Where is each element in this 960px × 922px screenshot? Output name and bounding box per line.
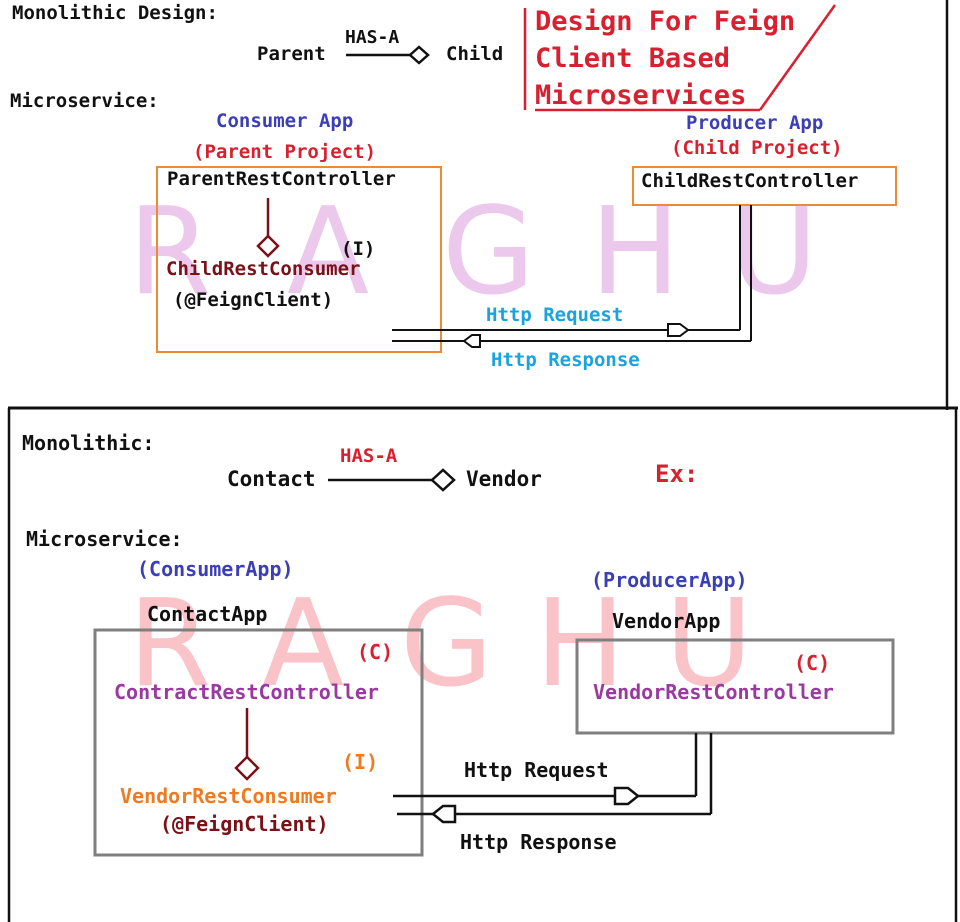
parent-label: Parent	[257, 43, 326, 65]
vendor-rest-controller: VendorRestController	[593, 680, 834, 704]
http-request-label-top: Http Request	[486, 304, 624, 326]
monolithic-title: Monolithic:	[22, 431, 155, 455]
producer-app-label-bottom: (ProducerApp)	[591, 568, 748, 592]
consumer-app-label: Consumer App	[216, 110, 354, 132]
vendor-label: Vendor	[466, 467, 542, 491]
http-request-label-bottom: Http Request	[464, 758, 609, 782]
vendor-app-box	[575, 638, 895, 735]
watermark-letter: H	[590, 183, 681, 322]
contact-app-label: ContactApp	[147, 602, 268, 626]
watermark-letter: A	[287, 183, 370, 322]
child-rest-controller: ChildRestController	[641, 170, 859, 192]
vendor-rest-consumer: VendorRestConsumer	[120, 784, 337, 808]
consumer-app-label-bottom: (ConsumerApp)	[137, 557, 294, 581]
contract-rest-controller: ContractRestController	[114, 680, 379, 704]
watermark-letter: R	[128, 575, 212, 714]
banner-slash	[758, 4, 837, 111]
monolithic-design-title: Monolithic Design:	[12, 2, 218, 24]
child-app-box	[632, 166, 897, 206]
response-arrow-top	[462, 334, 481, 348]
has-a-diamond	[408, 45, 430, 65]
child-project-label: (Child Project)	[671, 137, 843, 159]
child-rest-consumer: ChildRestConsumer	[166, 258, 361, 280]
has-a-label-bottom: HAS-A	[340, 445, 398, 467]
request-arrow-top	[667, 323, 690, 337]
has-a-label: HAS-A	[345, 27, 400, 48]
has-a-diamond-bottom	[430, 468, 456, 492]
contact-label: Contact	[227, 467, 316, 491]
feign-client-annotation-bottom: (@FeignClient)	[160, 812, 329, 836]
composition-diamond-bottom	[234, 755, 260, 781]
banner-line-3: Microservices	[535, 80, 747, 111]
watermark-letter: G	[442, 183, 535, 322]
banner-line-1: Design For Feign	[535, 6, 796, 37]
class-tag-bottom: (C)	[357, 640, 394, 664]
parent-app-box	[156, 166, 442, 353]
watermark-letter: U	[730, 183, 818, 322]
producer-app-label: Producer App	[686, 112, 824, 134]
parent-rest-controller: ParentRestController	[167, 168, 396, 190]
banner-line-2: Client Based	[535, 43, 731, 74]
http-response-label-top: Http Response	[491, 349, 640, 371]
example-label: Ex:	[655, 460, 699, 488]
feign-client-annotation-top: (@FeignClient)	[173, 289, 334, 311]
microservice-title-bottom: Microservice:	[26, 527, 183, 551]
contact-app-box	[93, 628, 424, 857]
http-response-label-bottom: Http Response	[460, 830, 617, 854]
response-arrow-bottom	[430, 804, 457, 824]
interface-tag-bottom: (I)	[342, 750, 379, 774]
vendor-class-tag: (C)	[794, 651, 831, 675]
parent-project-label: (Parent Project)	[193, 141, 377, 163]
vendor-app-label: VendorApp	[612, 609, 721, 633]
child-label: Child	[446, 43, 504, 65]
microservice-title: Microservice:	[10, 90, 159, 112]
watermark-letter: A	[262, 575, 345, 714]
watermark-letter: R	[128, 183, 212, 322]
watermark-letter: G	[400, 575, 493, 714]
request-arrow-bottom	[613, 786, 641, 806]
watermark-letter: U	[665, 575, 753, 714]
interface-tag-top: (I)	[341, 238, 376, 260]
watermark-letter: H	[535, 575, 626, 714]
composition-diamond-top	[256, 234, 280, 258]
